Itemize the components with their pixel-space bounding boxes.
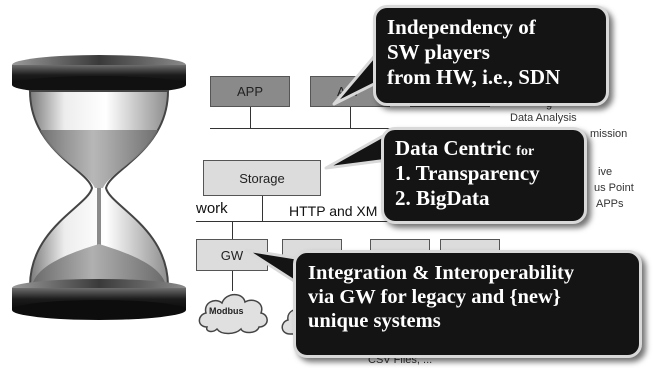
storage-box-label: Storage [239, 170, 285, 186]
sdn-callout-line-1: Independency of [387, 15, 536, 39]
network-bus-line [196, 221, 516, 222]
app-bus-line [210, 128, 510, 129]
right-text-4: us Point [594, 182, 634, 194]
right-text-5: APPs [596, 198, 624, 210]
storage-stub [262, 196, 263, 221]
data-centric-line-1: 1. Transparency [395, 160, 540, 185]
data-centric-callout: Data Centric for 1. Transparency 2. BigD… [381, 127, 587, 224]
right-text-2: mission [590, 128, 628, 140]
app-box-label: APP [236, 84, 263, 99]
storage-box: Storage [203, 160, 321, 196]
gw-stub-2 [232, 271, 233, 291]
right-text-1: Data Analysis [510, 112, 577, 124]
modbus-cloud-icon [198, 293, 268, 335]
integration-line-1: Integration & Interoperability [308, 262, 575, 284]
data-centric-title-suffix: for [516, 144, 535, 159]
integration-callout: Integration & Interoperability via GW fo… [293, 250, 642, 358]
gw-box-label: GW [220, 247, 244, 263]
integration-line-2: via GW for legacy and {new} [308, 286, 561, 309]
hourglass-icon [12, 55, 186, 320]
app-stub-1 [250, 107, 251, 128]
sdn-callout: Independency of SW players from HW, i.e.… [373, 5, 609, 106]
data-centric-title: Data Centric [395, 136, 512, 160]
data-centric-title-line: Data Centric for [395, 136, 584, 161]
sdn-callout-line-2: SW players [387, 39, 490, 64]
modbus-label: Modbus [209, 306, 244, 316]
app-box: APP [210, 76, 290, 107]
http-text: HTTP and XM [289, 203, 378, 219]
network-text: work [196, 200, 228, 217]
gw-stub-1 [232, 221, 233, 239]
right-text-3: ive [598, 166, 613, 178]
sdn-callout-line-3: from HW, i.e., SDN [387, 64, 561, 89]
app-stub-2 [350, 107, 351, 128]
data-centric-line-2: 2. BigData [395, 185, 490, 210]
integration-line-3: unique systems [308, 310, 441, 333]
